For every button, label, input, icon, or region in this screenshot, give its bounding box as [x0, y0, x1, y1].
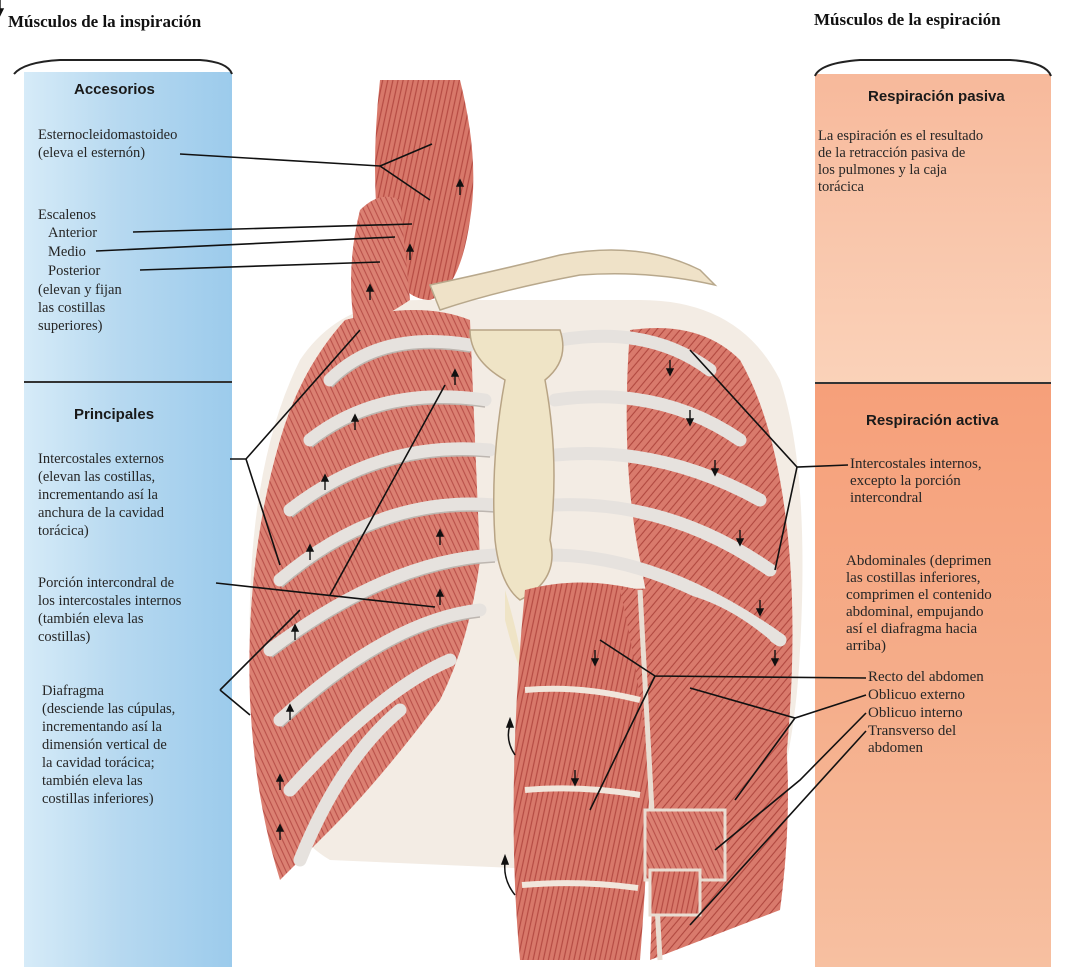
- passive-respiration-panel: [815, 74, 1051, 384]
- respiracion-pasiva-description: La espiración es el resultado de la retr…: [818, 128, 984, 195]
- respiracion-pasiva-title: Respiración pasiva: [868, 88, 1005, 105]
- transverso-abdomen-label: Transverso del abdomen: [868, 723, 957, 756]
- recto-abdomen-label: Recto del abdomen: [868, 669, 984, 685]
- leader-lines: [95, 143, 867, 926]
- muscle-action-arrows: [0, 0, 779, 841]
- escaleno-anterior-label: Anterior: [48, 225, 98, 241]
- porcion-intercondral-label: Porción intercondral de los intercostale…: [38, 575, 182, 645]
- expiration-heading: Músculos de la espiración: [814, 10, 1001, 29]
- oblicuo-externo-label: Oblicuo externo: [868, 687, 966, 703]
- escalenos-label: Escalenos: [38, 207, 96, 223]
- right-panel-divider: [815, 382, 1051, 384]
- abdominales-label: Abdominales (deprimen las costillas infe…: [846, 553, 992, 654]
- accesorios-title: Accesorios: [74, 81, 155, 98]
- diafragma-label: Diafragma (desciende las cúpulas, increm…: [42, 683, 176, 807]
- panel-brackets: [13, 59, 1052, 77]
- principales-title: Principales: [74, 406, 155, 423]
- rotation-arrows: [500, 716, 516, 896]
- active-respiration-panel: [815, 384, 1051, 967]
- respiracion-activa-title: Respiración activa: [866, 412, 999, 429]
- escalenos-description: (elevan y fijan las costillas superiores…: [38, 282, 122, 334]
- intercostales-internos-label: Intercostales internos, excepto la porci…: [850, 456, 982, 506]
- escaleno-medio-label: Medio: [48, 244, 86, 260]
- rib-cage: [249, 80, 803, 961]
- inspiration-panel: [24, 72, 232, 967]
- left-panel-divider: [24, 381, 232, 383]
- intercostales-externos-label: Intercostales externos (elevan las costi…: [38, 451, 165, 539]
- escaleno-posterior-label: Posterior: [48, 263, 101, 279]
- oblicuo-interno-label: Oblicuo interno: [868, 705, 963, 721]
- esternocleidomastoideo-label: Esternocleidomastoideo (eleva el esternó…: [38, 127, 178, 161]
- inspiration-heading: Músculos de la inspiración: [8, 12, 202, 31]
